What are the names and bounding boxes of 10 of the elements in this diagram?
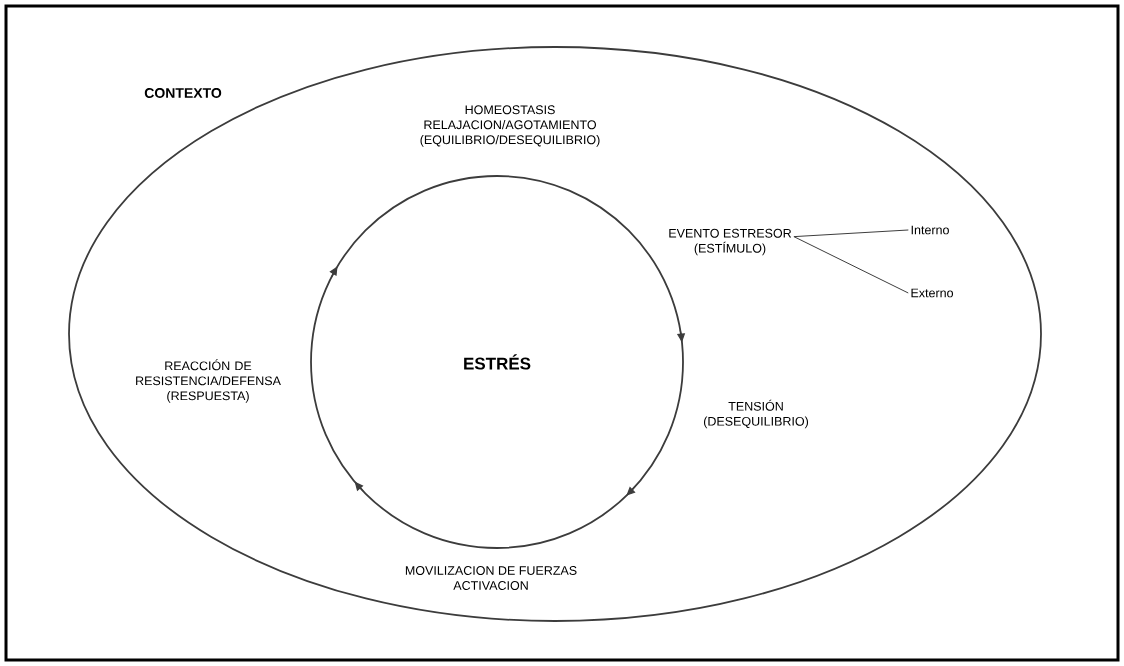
branch-line — [793, 229, 909, 238]
branch-line — [793, 236, 909, 294]
branch-label: Externo — [911, 288, 953, 298]
stage-label: MOVILIZACION DE FUERZAS ACTIVACION — [405, 566, 577, 590]
heading-label: CONTEXTO — [144, 88, 222, 98]
branch-label: Interno — [911, 225, 949, 235]
stage-label: TENSIÓN (DESEQUILIBRIO) — [704, 399, 808, 429]
stage-label: HOMEOSTASIS RELAJACION/AGOTAMIENTO (EQUILIBRIO/DESEQUILIBRIO) — [420, 105, 600, 147]
stage-label: EVENTO ESTRESOR (ESTÍMULO) — [669, 228, 792, 256]
stage-label: REACCIÓN DE RESISTENCIA/DEFENSA (RESPUESTA) — [136, 359, 281, 403]
